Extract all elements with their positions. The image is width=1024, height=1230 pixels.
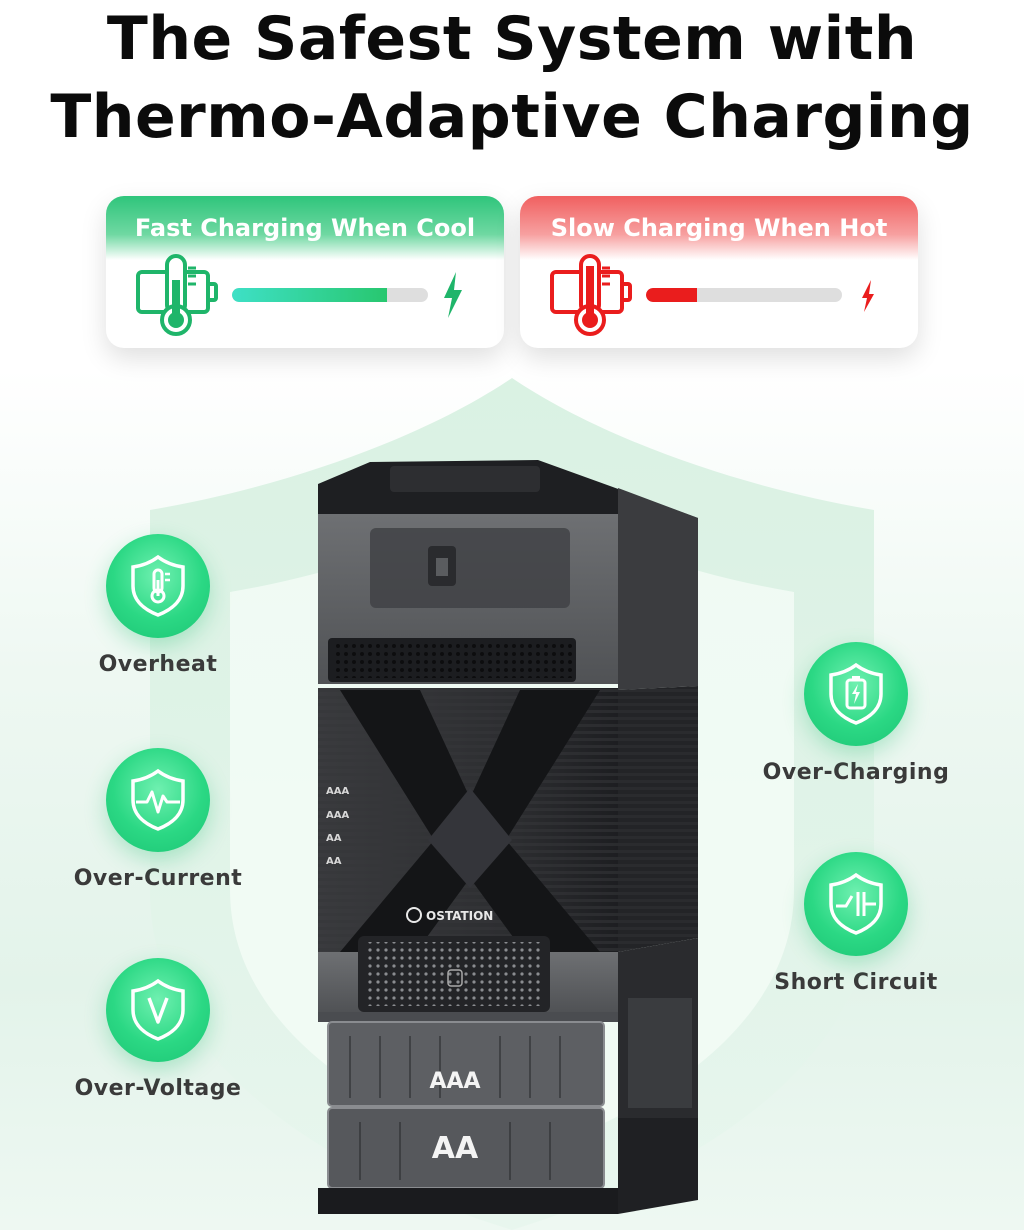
slow-charging-level-bar bbox=[646, 288, 842, 302]
battery-thermometer-icon bbox=[550, 254, 632, 336]
slot-label: AA bbox=[326, 856, 342, 867]
fast-charging-title: Fast Charging When Cool bbox=[106, 196, 504, 260]
shield-battery-icon bbox=[829, 662, 883, 725]
over-voltage-badge bbox=[106, 958, 210, 1062]
over-charging-feature: Over-Charging bbox=[746, 642, 966, 785]
over-voltage-label: Over-Voltage bbox=[74, 1076, 242, 1101]
short-circuit-label: Short Circuit bbox=[774, 970, 938, 995]
over-voltage-feature: Over-Voltage bbox=[48, 958, 268, 1101]
slot-label: AAA bbox=[326, 786, 349, 797]
over-current-feature: Over-Current bbox=[48, 748, 268, 891]
ostation-charger-device: AAA AAA AA AA OSTATION AAA AA bbox=[318, 460, 698, 1214]
shield-pulse-icon bbox=[131, 768, 185, 831]
overheat-feature: Overheat bbox=[48, 534, 268, 677]
short-circuit-badge bbox=[804, 852, 908, 956]
slow-charging-title: Slow Charging When Hot bbox=[520, 196, 918, 260]
over-current-badge bbox=[106, 748, 210, 852]
page-title-line-1: The Safest System with bbox=[106, 4, 918, 74]
overheat-badge bbox=[106, 534, 210, 638]
overheat-label: Overheat bbox=[98, 652, 218, 677]
short-circuit-feature: Short Circuit bbox=[746, 852, 966, 995]
brand-label: OSTATION bbox=[426, 909, 493, 923]
battery-thermometer-icon bbox=[136, 254, 218, 336]
shield-circuit-icon bbox=[829, 872, 883, 935]
slow-charging-level-fill bbox=[646, 288, 697, 302]
aaa-drawer-label: AAA bbox=[429, 1069, 480, 1094]
over-charging-label: Over-Charging bbox=[762, 760, 950, 785]
slot-label: AAA bbox=[326, 810, 349, 821]
lightning-bolt-icon bbox=[444, 272, 462, 318]
shield-v-icon bbox=[131, 978, 185, 1041]
fast-charging-card: Fast Charging When Cool bbox=[106, 196, 504, 348]
shield-thermometer-icon bbox=[131, 554, 185, 617]
over-current-label: Over-Current bbox=[73, 866, 243, 891]
page-title-line-2: Thermo-Adaptive Charging bbox=[50, 82, 974, 152]
fast-charging-level-fill bbox=[232, 288, 387, 302]
aa-drawer-label: AA bbox=[432, 1131, 479, 1166]
over-charging-badge bbox=[804, 642, 908, 746]
page-title: The Safest System with Thermo-Adaptive C… bbox=[0, 0, 1024, 156]
lightning-bolt-icon bbox=[862, 280, 874, 312]
slow-charging-card: Slow Charging When Hot bbox=[520, 196, 918, 348]
slot-label: AA bbox=[326, 833, 342, 844]
fast-charging-level-bar bbox=[232, 288, 428, 302]
